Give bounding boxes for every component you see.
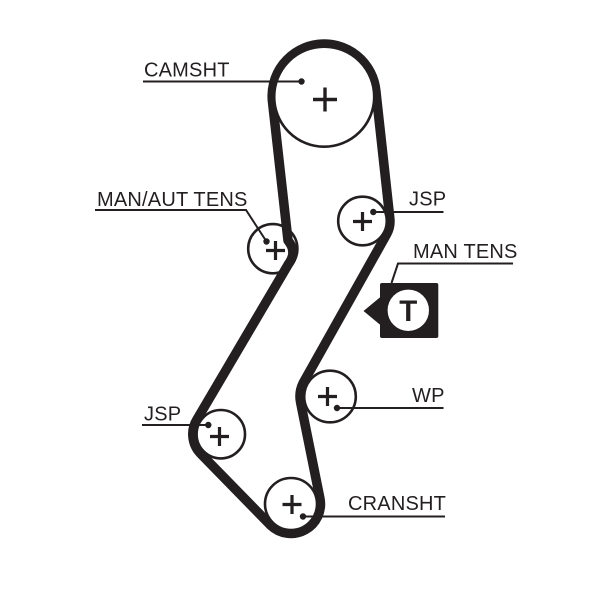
label-water-pump: WP — [412, 385, 445, 407]
label-jsp-upper: JSP — [409, 189, 446, 211]
leader-dot-water-pump — [333, 404, 341, 412]
center-mark-camshaft — [313, 87, 337, 112]
tensioner-icon-letter: T — [399, 295, 417, 328]
center-mark-jsp-upper — [353, 212, 372, 231]
belt-path — [188, 39, 395, 539]
leader-dot-jsp-upper — [370, 208, 377, 216]
center-mark-crankshaft — [282, 495, 302, 514]
manual-tensioner-icon: T — [363, 283, 439, 338]
label-man-aut-tens: MAN/AUT TENS — [97, 189, 248, 211]
center-mark-water-pump — [318, 387, 337, 406]
leader-dot-crankshaft — [299, 513, 307, 520]
tensioner-icon-pointer — [363, 296, 381, 326]
tensioner-icon-circle — [387, 289, 429, 331]
leader-line-man-tens — [390, 262, 513, 284]
leader-dot-camshaft — [298, 78, 305, 85]
center-mark-jsp-lower — [210, 427, 229, 446]
label-man-tens: MAN TENS — [413, 241, 518, 263]
leader-line-man-aut-tens — [95, 209, 268, 243]
center-mark-man-aut-tens — [266, 241, 285, 260]
leader-dot-man-aut-tens — [263, 238, 270, 245]
leader-dot-jsp-lower — [205, 421, 212, 429]
label-crankshaft: CRANSHT — [348, 493, 446, 515]
label-camshaft: CAMSHT — [144, 60, 230, 82]
label-jsp-lower: JSP — [144, 404, 181, 426]
